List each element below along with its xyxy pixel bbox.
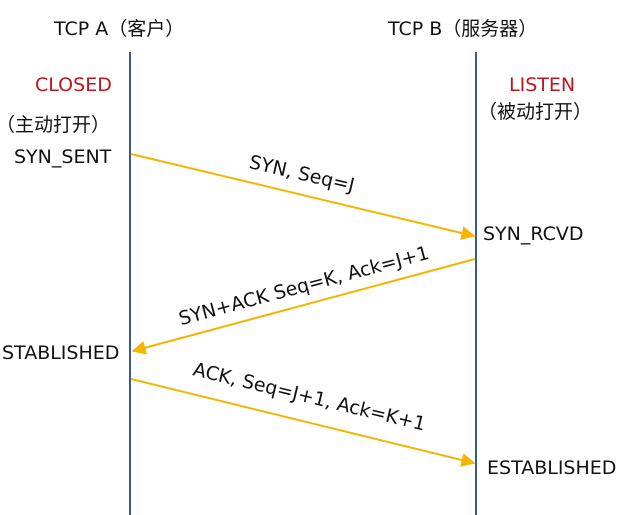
open-mode-passive: （被动打开） [478,101,593,123]
open-mode-active: （主动打开） [0,114,111,136]
arrow-syn [130,153,476,240]
tcp-b-header: TCP B（服务器） [388,18,538,40]
state-syn-sent: SYN_SENT [14,146,112,168]
state-syn-rcvd: SYN_RCVD [483,223,584,245]
state-closed: CLOSED [35,74,112,96]
state-established-b: ESTABLISHED [487,457,617,479]
state-listen: LISTEN [509,74,576,96]
arrow-ack [130,378,476,467]
arrow-syn-ack [131,258,476,355]
tcp-a-header: TCP A（客户） [54,18,185,40]
state-established-a: STABLISHED [2,342,120,364]
